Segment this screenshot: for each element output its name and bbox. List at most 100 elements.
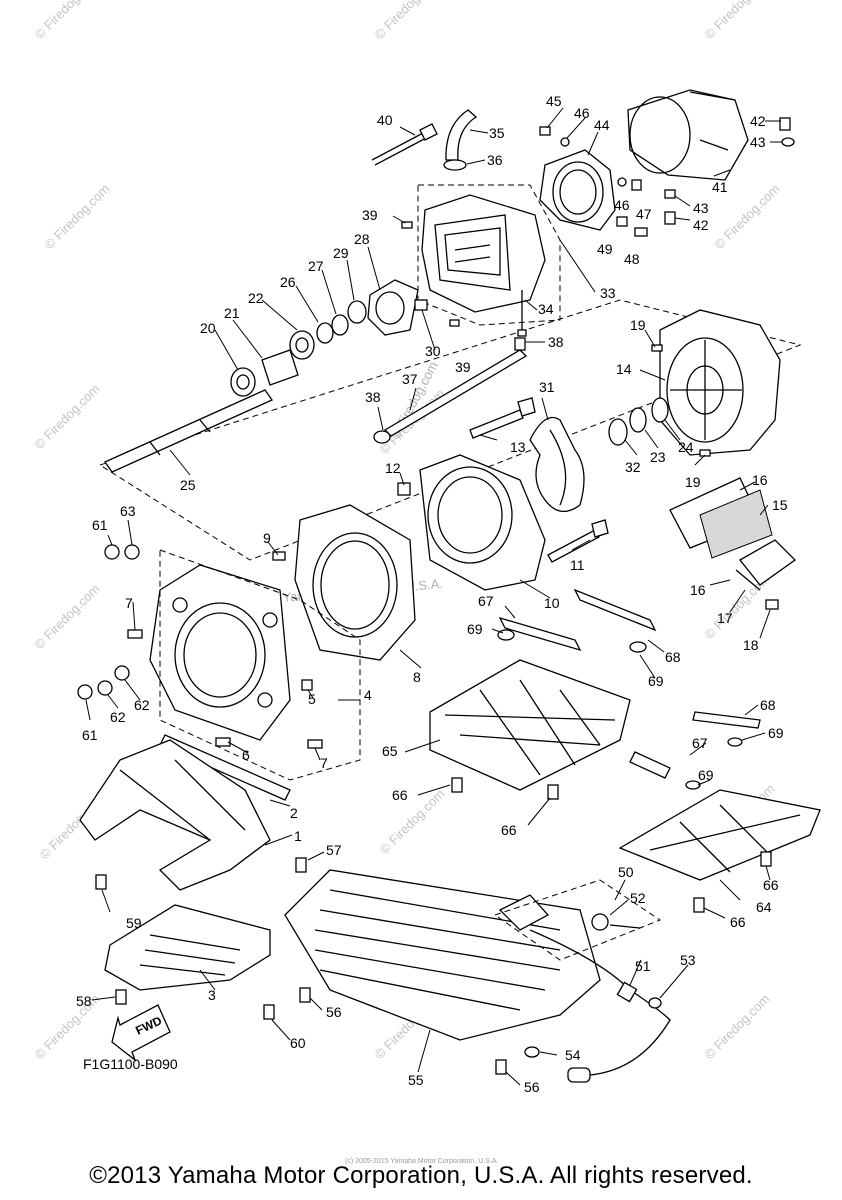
callout-7b: 7 [320, 755, 328, 771]
callout-69: 69 [467, 621, 483, 637]
callout-15: 15 [772, 497, 788, 513]
bolt-13 [469, 409, 524, 439]
bolt-56 [299, 987, 311, 1003]
spacer-8 [294, 504, 416, 661]
bolt-6 [215, 737, 231, 747]
bolt-42 [779, 117, 791, 131]
nut-47 [631, 179, 642, 191]
collar-43 [781, 137, 795, 147]
callout-60: 60 [290, 1035, 306, 1051]
bolt-57 [295, 857, 307, 873]
callout-55: 55 [408, 1072, 424, 1088]
nut-49 [616, 216, 628, 227]
bolt-60 [263, 1004, 275, 1020]
callout-46b: 46 [614, 197, 630, 213]
callout-58: 58 [76, 993, 92, 1009]
callout-61: 61 [92, 517, 108, 533]
callout-19b: 19 [685, 474, 701, 490]
callout-39b: 39 [455, 359, 471, 375]
washer-69c [727, 737, 743, 747]
callout-1: 1 [294, 828, 302, 844]
callout-6: 6 [242, 747, 250, 763]
tiny-credit: (c) 2005-2015 Yamaha Motor Corporation, … [345, 1158, 499, 1165]
copyright-footer: ©2013 Yamaha Motor Corporation, U.S.A. A… [89, 1162, 753, 1189]
bolt-48 [634, 227, 648, 237]
ride-plate-1-2 [79, 734, 291, 891]
cover-3 [104, 904, 271, 991]
callout-30: 30 [425, 343, 441, 359]
callout-9: 9 [263, 530, 271, 546]
callout-51: 51 [635, 958, 651, 974]
sleeve-21 [261, 349, 299, 386]
bar-68b [692, 711, 761, 729]
stud-5 [301, 679, 313, 691]
callout-66d: 66 [730, 914, 746, 930]
watermark: © Firedog.com [372, 0, 443, 42]
callout-34: 34 [538, 301, 554, 317]
washer-69 [497, 629, 515, 641]
callout-22: 22 [248, 290, 264, 306]
callout-14: 14 [616, 361, 632, 377]
watermark: © Firedog.com [42, 181, 113, 252]
callout-69b: 69 [648, 673, 664, 689]
parts-drawing: FWD [77, 89, 821, 1086]
callout-28: 28 [354, 231, 370, 247]
callout-42: 42 [750, 113, 766, 129]
callout-38: 38 [548, 334, 564, 350]
callout-36: 36 [487, 152, 503, 168]
callout-44: 44 [594, 117, 610, 133]
bolt-30 [414, 299, 428, 311]
intake-housing-33 [421, 194, 546, 313]
fwd-arrow: FWD [111, 1004, 171, 1062]
washer-69d [685, 780, 701, 790]
leader-lines [85, 107, 782, 1086]
callout-13: 13 [510, 439, 526, 455]
bar-67 [498, 616, 582, 652]
callout-69c: 69 [768, 725, 784, 741]
callout-66b: 66 [501, 822, 517, 838]
bolt-42b [664, 211, 676, 225]
bar-68 [573, 588, 657, 632]
washer-69b [629, 641, 647, 653]
watermark: © Firedog.com [702, 0, 773, 42]
clamp-38 [514, 337, 526, 351]
callout-54: 54 [565, 1047, 581, 1063]
callout-56: 56 [326, 1004, 342, 1020]
callout-45: 45 [546, 93, 562, 109]
collar-26 [316, 322, 334, 344]
callout-24: 24 [678, 439, 694, 455]
oring-29 [347, 300, 367, 324]
callout-27: 27 [308, 258, 324, 274]
callout-11: 11 [570, 557, 585, 573]
callout-10: 10 [544, 595, 560, 611]
callout-66: 66 [392, 787, 408, 803]
callout-38b: 38 [365, 389, 381, 405]
callout-25: 25 [180, 477, 196, 493]
callout-37: 37 [402, 371, 418, 387]
callout-16: 16 [752, 472, 768, 488]
seal-24 [651, 397, 669, 423]
plate-dashed-frame [159, 549, 361, 781]
pin-19b [699, 449, 711, 457]
callout-3: 3 [208, 987, 216, 1003]
callout-52: 52 [630, 890, 646, 906]
oring-23 [629, 407, 647, 433]
callout-31: 31 [539, 379, 555, 395]
nozzle-bracket-44 [539, 149, 616, 231]
bolt-66b [547, 784, 559, 800]
callout-41: 41 [712, 179, 728, 195]
watermark: © Firedog.com [32, 581, 103, 652]
bolt-40 [371, 123, 438, 166]
callout-53: 53 [680, 952, 696, 968]
callout-2: 2 [290, 805, 298, 821]
clamp-36 [443, 159, 467, 171]
bolt-66c [760, 851, 772, 867]
rear-grate-64 [618, 789, 821, 881]
bearing-20 [230, 367, 256, 397]
cover-28 [367, 279, 419, 336]
callout-43: 43 [750, 134, 766, 150]
callout-50: 50 [618, 864, 634, 880]
plug-54 [524, 1046, 540, 1058]
washer-63 [124, 544, 140, 560]
callout-59: 59 [126, 915, 142, 931]
